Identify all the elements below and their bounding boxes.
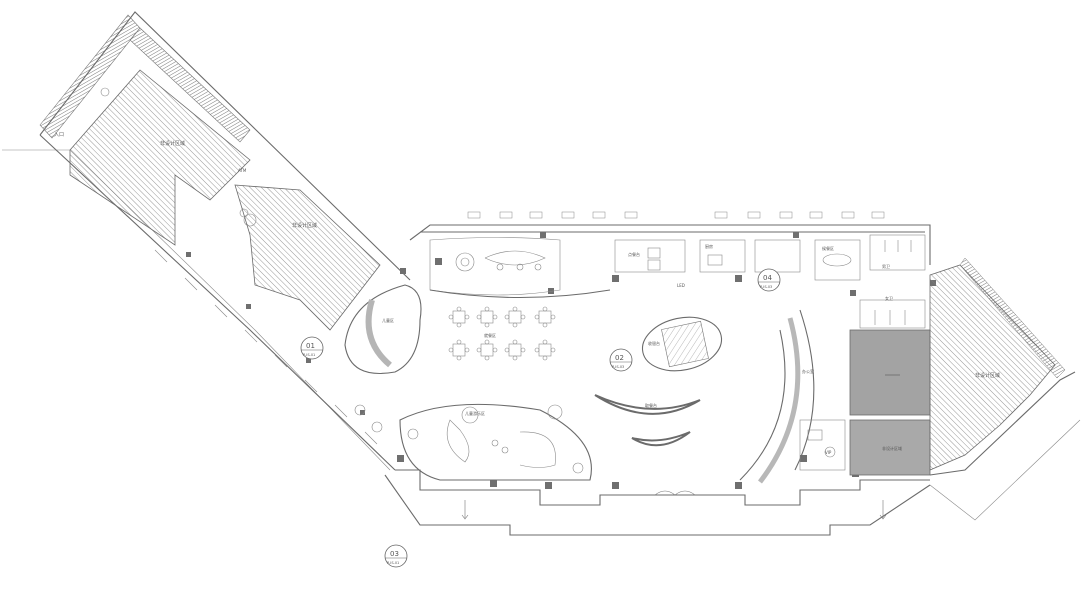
label-children-area: 儿童区 [382,317,394,323]
view-marker-03: 03 P-IS-01 [384,544,408,568]
label-left-lower-zone: 非设计区域 [292,222,317,229]
label-counter-b: 取餐台 [645,402,657,408]
label-counter-a: 点餐台 [628,251,640,257]
dining-tables [448,306,556,361]
left-lower-zone [234,184,381,331]
label-right-zone: 非设计区域 [975,372,1000,379]
label-lobby: 候餐区 [822,245,834,251]
view-marker-02: 02 P-IS-03 [609,348,633,372]
svg-text:P-IS-01: P-IS-01 [303,353,315,357]
label-child-play: 儿童游乐区 [465,410,485,416]
label-lower-right-zone: 非设计区域 [882,445,902,451]
right-wing [849,257,1081,521]
label-left-upper-zone: 非设计区域 [160,140,185,147]
main-building [384,211,936,536]
label-restroom-m: 男卫 [882,264,890,269]
child-play-furniture [354,404,584,474]
svg-text:02: 02 [615,354,624,362]
svg-text:03: 03 [390,550,399,558]
label-restroom-f: 女卫 [885,295,893,301]
label-office: 办公室 [802,368,814,374]
label-kitchen: 厨房 [705,243,713,249]
label-entrance: 入口 [54,132,64,138]
view-marker-01: 01 P-IS-01 [300,336,324,360]
note-atm: ATM [238,168,247,173]
note-led: LED [677,283,685,288]
left-upper-zone [69,69,251,246]
center-island [641,316,723,372]
svg-text:P-IS-03: P-IS-03 [760,285,772,289]
svg-text:P-IS-01: P-IS-01 [387,561,399,565]
label-vip: VIP [825,450,832,455]
left-wing: 非设计区域 非设计区域 入口 ATM [2,11,411,471]
svg-text:P-IS-03: P-IS-03 [612,365,624,369]
curved-partitions [344,284,815,484]
svg-text:04: 04 [763,274,772,282]
top-rooms [429,234,926,329]
label-center-island: 收银台 [648,340,660,346]
svg-text:01: 01 [306,342,315,350]
view-marker-04: 04 P-IS-03 [757,268,781,292]
label-dining: 就餐区 [484,332,496,338]
